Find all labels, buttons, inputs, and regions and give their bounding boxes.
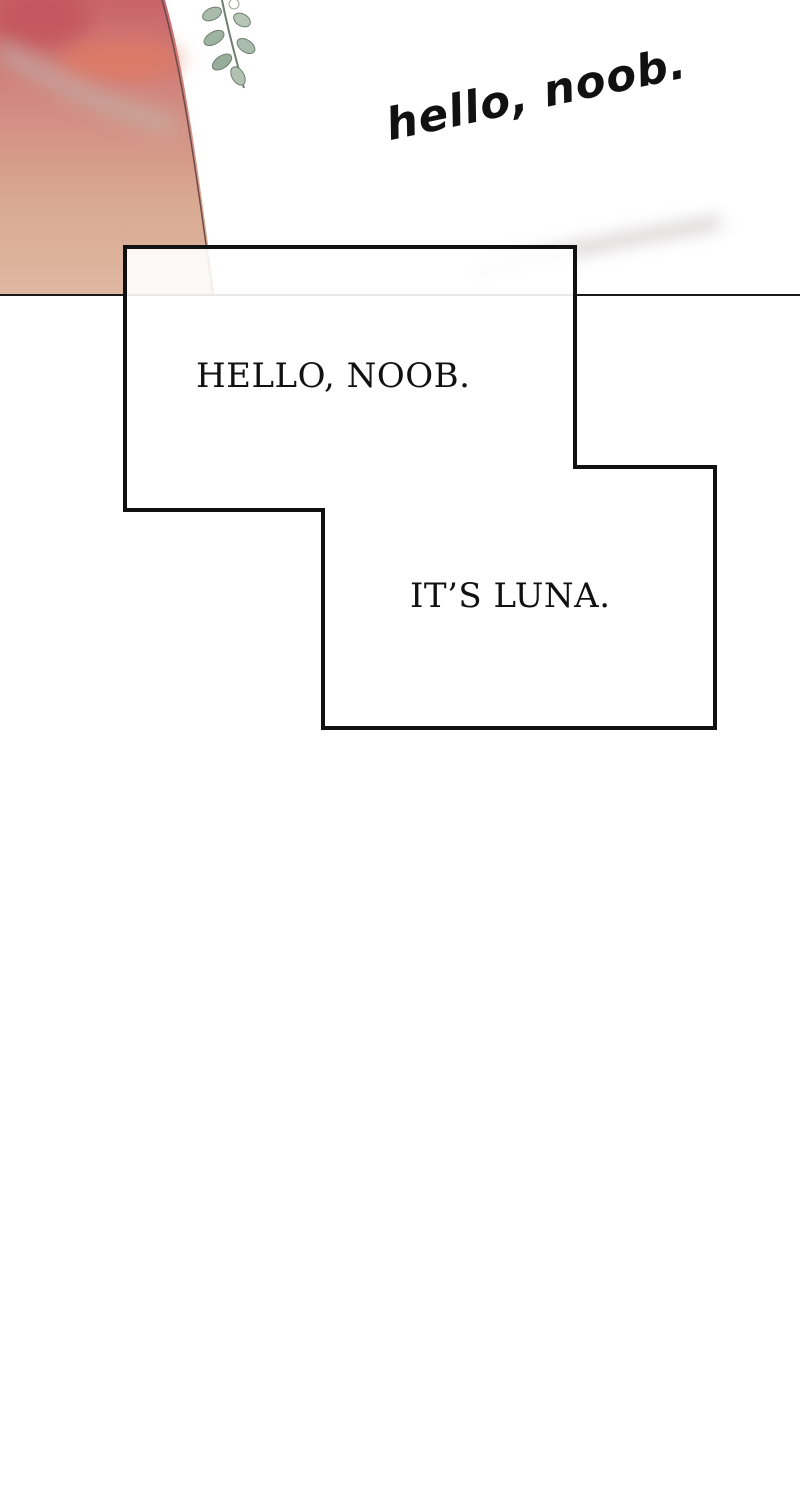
caption-line-its-luna: IT’S LUNA. xyxy=(410,576,611,616)
leaf-sprig-icon xyxy=(202,0,256,89)
illustration-panel: hello, noob. xyxy=(0,0,800,295)
illustration-art xyxy=(0,0,722,295)
caption-line-hello: HELLO, NOOB. xyxy=(196,356,471,396)
panel-border xyxy=(0,294,800,296)
